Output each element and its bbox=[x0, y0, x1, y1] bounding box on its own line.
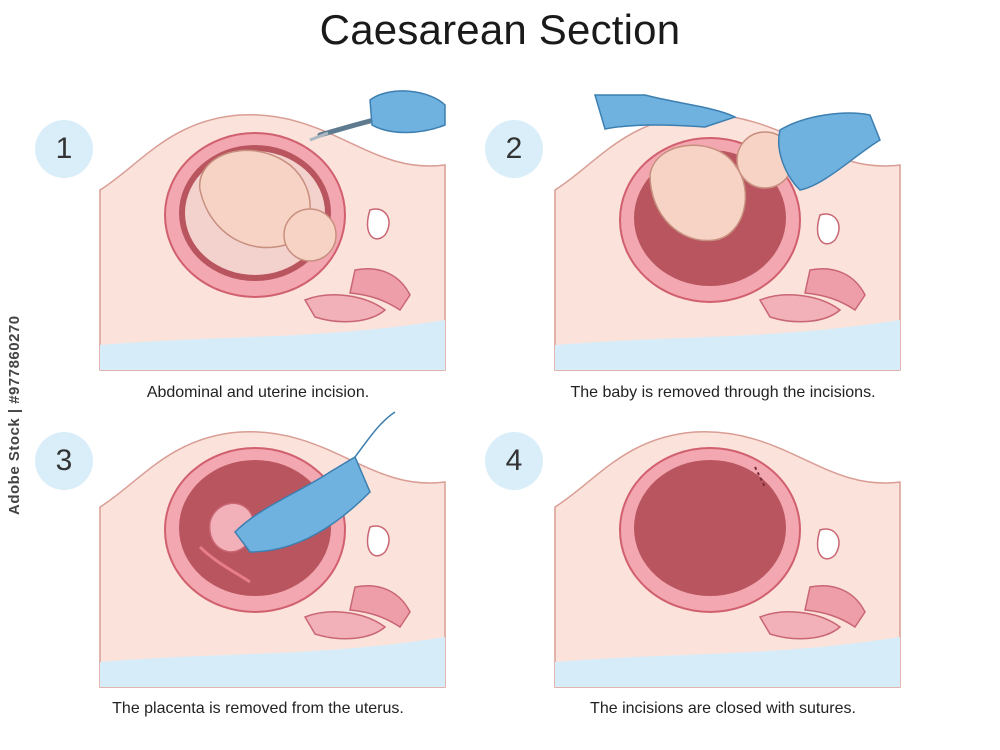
step-caption: The incisions are closed with sutures. bbox=[590, 700, 856, 717]
stock-watermark: Adobe Stock | #977860270 bbox=[6, 315, 23, 515]
step-3-illustration bbox=[99, 411, 446, 688]
step-4-illustration bbox=[554, 412, 901, 688]
step-number-badge: 1 bbox=[35, 120, 93, 178]
step-number-badge: 4 bbox=[485, 432, 543, 490]
step-number-badge: 3 bbox=[35, 432, 93, 490]
step-number: 3 bbox=[55, 444, 73, 477]
step-number: 4 bbox=[505, 444, 523, 477]
step-number-badge: 2 bbox=[485, 120, 543, 178]
page-title: Caesarean Section bbox=[319, 6, 681, 53]
step-caption: Abdominal and uterine incision. bbox=[146, 384, 370, 401]
step-1-illustration bbox=[99, 90, 446, 371]
step-number: 2 bbox=[505, 132, 523, 165]
step-caption: The placenta is removed from the uterus. bbox=[112, 700, 404, 717]
step-caption: The baby is removed through the incision… bbox=[570, 384, 876, 401]
step-2-illustration bbox=[554, 94, 901, 371]
step-number: 1 bbox=[55, 132, 73, 165]
